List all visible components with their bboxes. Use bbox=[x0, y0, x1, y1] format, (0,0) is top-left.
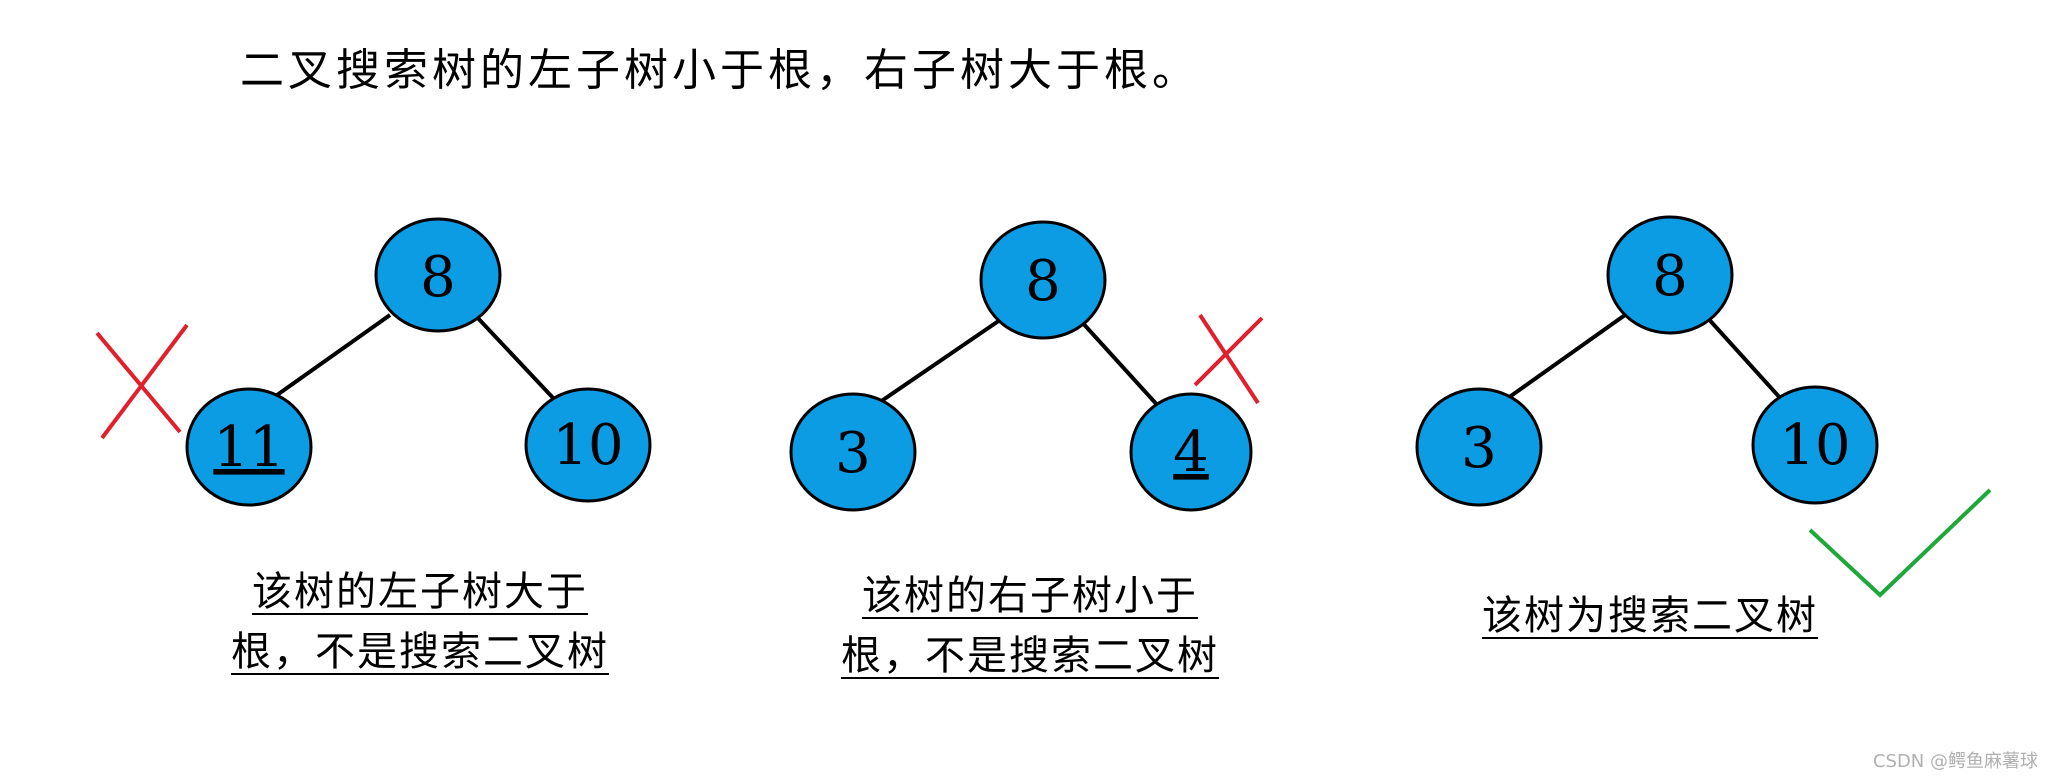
tree-1-right-label: 10 bbox=[552, 413, 623, 478]
page-title: 二叉搜索树的左子树小于根，右子树大于根。 bbox=[240, 45, 1200, 96]
tree-3-right-label: 10 bbox=[1779, 413, 1850, 478]
tree-1-left-node bbox=[185, 387, 313, 507]
tree-3-left-edge bbox=[1506, 313, 1627, 400]
tree-3-root-node bbox=[1606, 215, 1734, 335]
tree-3: 8 3 10 bbox=[1415, 215, 1992, 598]
tree-2-left-label: 3 bbox=[835, 421, 871, 486]
tree-1-left-edge bbox=[268, 313, 392, 402]
tree-3-check-mark bbox=[1808, 488, 1992, 598]
tree-3-right-node bbox=[1751, 385, 1879, 505]
cross-mark-stroke-1 bbox=[1198, 313, 1260, 405]
tree-2-caption-line-2: 根，不是搜索二叉树 bbox=[841, 633, 1219, 679]
tree-3-right-edge bbox=[1703, 313, 1784, 402]
tree-3-root-label: 8 bbox=[1652, 244, 1688, 309]
tree-3-left-node bbox=[1415, 387, 1543, 507]
tree-2-cross-mark bbox=[1193, 313, 1264, 405]
tree-2-root-label: 8 bbox=[1025, 249, 1061, 314]
tree-1-caption: 该树的左子树大于 根，不是搜索二叉树 bbox=[200, 562, 640, 682]
tree-1-root-label: 8 bbox=[420, 245, 456, 310]
tree-2-right-edge bbox=[1078, 318, 1162, 410]
cross-mark-stroke-1 bbox=[95, 331, 182, 434]
tree-1-cross-mark bbox=[95, 323, 189, 440]
tree-1-left-label: 11 bbox=[213, 415, 284, 480]
tree-1-caption-line-2: 根，不是搜索二叉树 bbox=[231, 629, 609, 675]
cross-mark-stroke-2 bbox=[1193, 316, 1264, 387]
tree-2: 8 3 4 bbox=[789, 220, 1264, 512]
tree-1-right-node bbox=[524, 387, 652, 503]
tree-2-right-label: 4 bbox=[1173, 420, 1209, 485]
tree-1-root-node bbox=[374, 217, 502, 333]
tree-2-caption-line-1: 该树的右子树小于 bbox=[862, 573, 1198, 619]
tree-2-left-edge bbox=[878, 318, 1002, 404]
tree-3-caption: 该树为搜索二叉树 bbox=[1450, 586, 1850, 646]
tree-1-caption-line-1: 该树的左子树大于 bbox=[252, 569, 588, 615]
tree-1-right-edge bbox=[473, 313, 557, 402]
tree-3-left-label: 3 bbox=[1461, 416, 1497, 481]
tree-2-caption: 该树的右子树小于 根，不是搜索二叉树 bbox=[810, 566, 1250, 686]
tree-2-left-node bbox=[789, 392, 917, 512]
tree-2-right-node bbox=[1129, 392, 1253, 512]
watermark: CSDN @鳄鱼麻薯球 bbox=[1872, 751, 2038, 772]
tree-3-caption-line-1: 该树为搜索二叉树 bbox=[1482, 593, 1818, 639]
cross-mark-stroke-2 bbox=[100, 323, 189, 440]
tree-2-root-node bbox=[979, 220, 1107, 340]
tree-1: 8 11 10 bbox=[95, 217, 652, 507]
